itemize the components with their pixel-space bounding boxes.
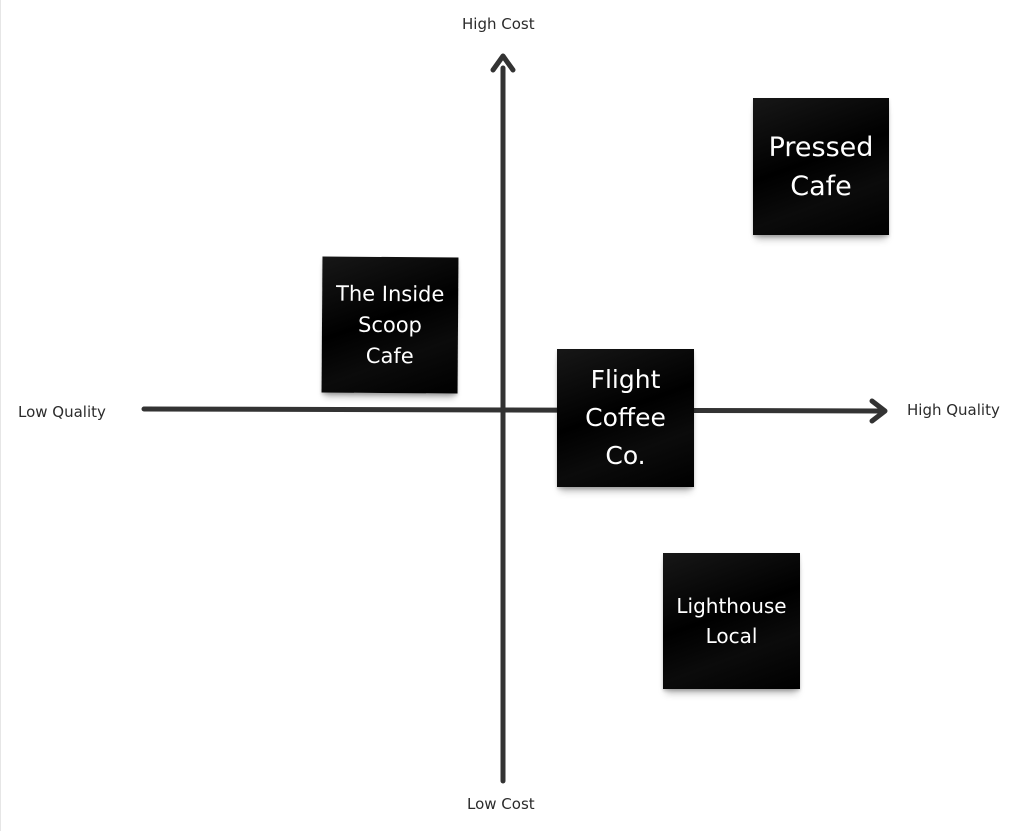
horizontal-axis-arrowhead (869, 398, 888, 424)
sticky-note-text: The Inside Scoop Cafe (335, 281, 445, 368)
sticky-note-lighthouse-local[interactable]: Lighthouse Local (663, 553, 800, 689)
sticky-note-text: Flight Coffee Co. (585, 365, 666, 470)
axis-label-high-quality: High Quality (907, 401, 1000, 419)
horizontal-axis (141, 406, 882, 414)
sticky-note-text: Lighthouse Local (676, 594, 787, 648)
sticky-note-flight-coffee-co[interactable]: Flight Coffee Co. (557, 349, 694, 487)
sticky-note-pressed-cafe[interactable]: Pressed Cafe (753, 98, 889, 235)
axis-label-low-quality: Low Quality (18, 403, 106, 421)
axis-label-high-cost: High Cost (462, 15, 535, 33)
sticky-note-text: Pressed Cafe (768, 131, 874, 202)
axis-label-low-cost: Low Cost (467, 795, 535, 813)
vertical-axis-arrowhead (490, 53, 516, 73)
sticky-note-inside-scoop-cafe[interactable]: The Inside Scoop Cafe (321, 256, 459, 394)
